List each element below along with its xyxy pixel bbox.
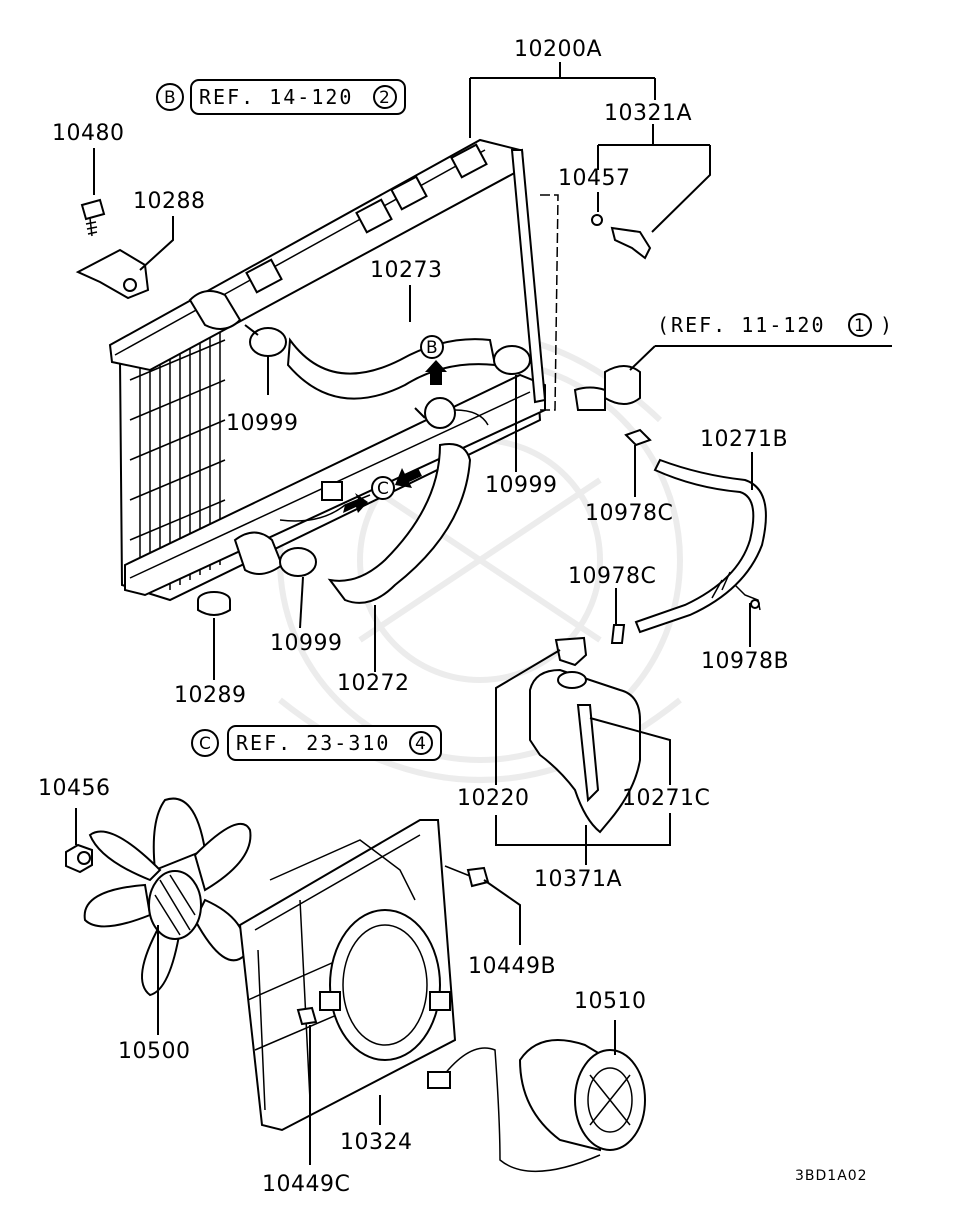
label-10999-upper: 10999: [226, 411, 299, 436]
part-labels: 10200A 10321A 10457 10480 10288 10273 10…: [38, 37, 868, 1197]
flow-arrow-b: B: [420, 335, 447, 385]
ref-a: (REF. 11-120 1 ): [657, 313, 894, 337]
clip-10978C-mid: [610, 624, 626, 644]
ref-b-circle: B: [164, 88, 176, 108]
overflow-hose-10271B: [634, 458, 767, 634]
label-10271C: 10271C: [622, 786, 710, 811]
label-10999-right: 10999: [485, 473, 558, 498]
radiator-core-fins: [129, 325, 226, 590]
label-10273: 10273: [370, 258, 443, 283]
flow-marker-c: C: [377, 479, 389, 499]
ref-b-num: 2: [379, 88, 390, 108]
reservoir-cap-ref: [573, 365, 641, 411]
clip-10978B: [734, 584, 761, 611]
ref-c-num: 4: [415, 734, 426, 754]
fan-motor-10510: [427, 1039, 646, 1173]
hose-clamps: [244, 324, 531, 577]
fan-10500: [83, 797, 252, 997]
fan-shroud-10324: [238, 819, 457, 1132]
label-10220: 10220: [457, 786, 530, 811]
label-10271B: 10271B: [700, 427, 788, 452]
ref-a-close: ): [880, 313, 894, 337]
label-10456: 10456: [38, 776, 111, 801]
drain-plug-leader: [540, 194, 559, 411]
reservoir-tank-10220: [529, 636, 641, 834]
label-10321A: 10321A: [604, 101, 692, 126]
leader-lines: [75, 62, 892, 1165]
label-10288: 10288: [133, 189, 206, 214]
label-10999-lower: 10999: [270, 631, 343, 656]
label-10978C-mid: 10978C: [568, 564, 656, 589]
bolt-10449C: [296, 1006, 318, 1026]
clip-10978C-top: [624, 428, 652, 447]
ref-c-text: REF. 23-310: [236, 731, 390, 755]
label-10449C: 10449C: [262, 1172, 350, 1197]
label-10449B: 10449B: [468, 954, 556, 979]
flow-arrow-c: C: [343, 468, 422, 513]
ref-b-text: REF. 14-120: [199, 85, 353, 109]
label-10324: 10324: [340, 1130, 413, 1155]
ref-box-c: C REF. 23-310 4: [191, 725, 442, 761]
label-10510: 10510: [574, 989, 647, 1014]
label-10371A: 10371A: [534, 867, 622, 892]
bracket-10288: [75, 248, 150, 300]
bolt-10480: [80, 198, 106, 237]
lower-hose-10272: [327, 443, 472, 604]
label-10500: 10500: [118, 1039, 191, 1064]
nut-10456: [65, 843, 93, 874]
ref-c-circle: C: [199, 734, 211, 754]
label-10978B: 10978B: [701, 649, 789, 674]
label-10457: 10457: [558, 166, 631, 191]
ref-a-open: (REF. 11-120: [657, 313, 826, 337]
label-10200A: 10200A: [514, 37, 602, 62]
ref-a-num: 1: [854, 316, 865, 336]
label-10978C-top: 10978C: [585, 501, 673, 526]
label-10480: 10480: [52, 121, 125, 146]
radiator-cap-10289: [197, 591, 231, 616]
flow-marker-b: B: [426, 338, 438, 358]
label-10289: 10289: [174, 683, 247, 708]
bolt-10449B: [444, 865, 490, 888]
footer-code: 3BD1A02: [795, 1168, 868, 1184]
label-10272: 10272: [337, 671, 410, 696]
drain-plug-10321A: [591, 214, 652, 260]
ref-box-b: B REF. 14-120 2: [156, 79, 406, 115]
